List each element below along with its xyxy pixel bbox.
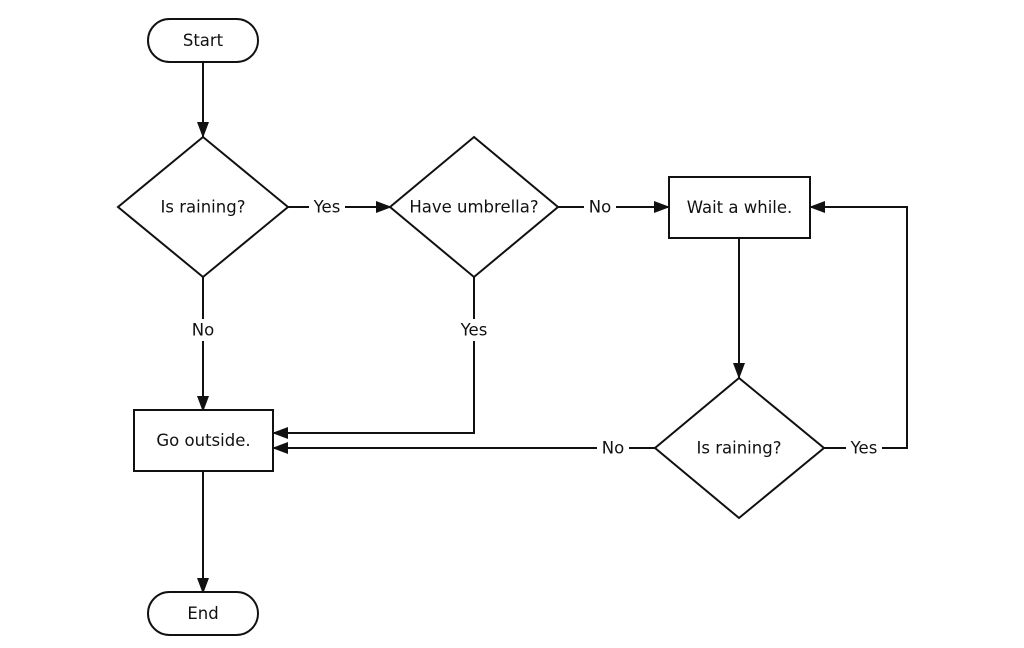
node-is-raining-1: Is raining? (116, 135, 290, 279)
edge-label-text: No (602, 439, 624, 458)
edge-label-umbrella-no: No (584, 196, 616, 218)
edge-label-text: Yes (460, 321, 488, 340)
edge-label-raining1-yes: Yes (309, 196, 345, 218)
edge-label-text: Yes (313, 198, 341, 217)
edge-label-text: Yes (850, 439, 878, 458)
node-wait-a-while-label: Wait a while. (687, 198, 793, 217)
node-go-outside-label: Go outside. (156, 431, 250, 450)
edge-labels: Yes No No Yes No Yes (187, 196, 882, 459)
node-go-outside: Go outside. (133, 409, 274, 472)
node-end-label: End (187, 604, 218, 623)
edge-label-text: No (589, 198, 611, 217)
edge-raining2-to-wait (809, 201, 908, 449)
node-have-umbrella: Have umbrella? (388, 135, 560, 279)
edge-label-text: No (192, 321, 214, 340)
edge-label-umbrella-yes: Yes (456, 319, 492, 341)
edge-label-raining2-yes: Yes (846, 437, 882, 459)
node-start-label: Start (183, 31, 224, 50)
node-wait-a-while: Wait a while. (668, 176, 811, 239)
node-start: Start (147, 18, 259, 63)
node-is-raining-1-label: Is raining? (161, 198, 246, 217)
edge-label-raining1-no: No (187, 319, 219, 341)
node-have-umbrella-label: Have umbrella? (409, 198, 538, 217)
edges (197, 62, 908, 594)
edge-label-raining2-no: No (597, 437, 629, 459)
node-is-raining-2-label: Is raining? (697, 439, 782, 458)
node-end: End (147, 591, 259, 636)
edge-umbrella-to-outside (272, 277, 475, 439)
node-is-raining-2: Is raining? (653, 376, 826, 520)
